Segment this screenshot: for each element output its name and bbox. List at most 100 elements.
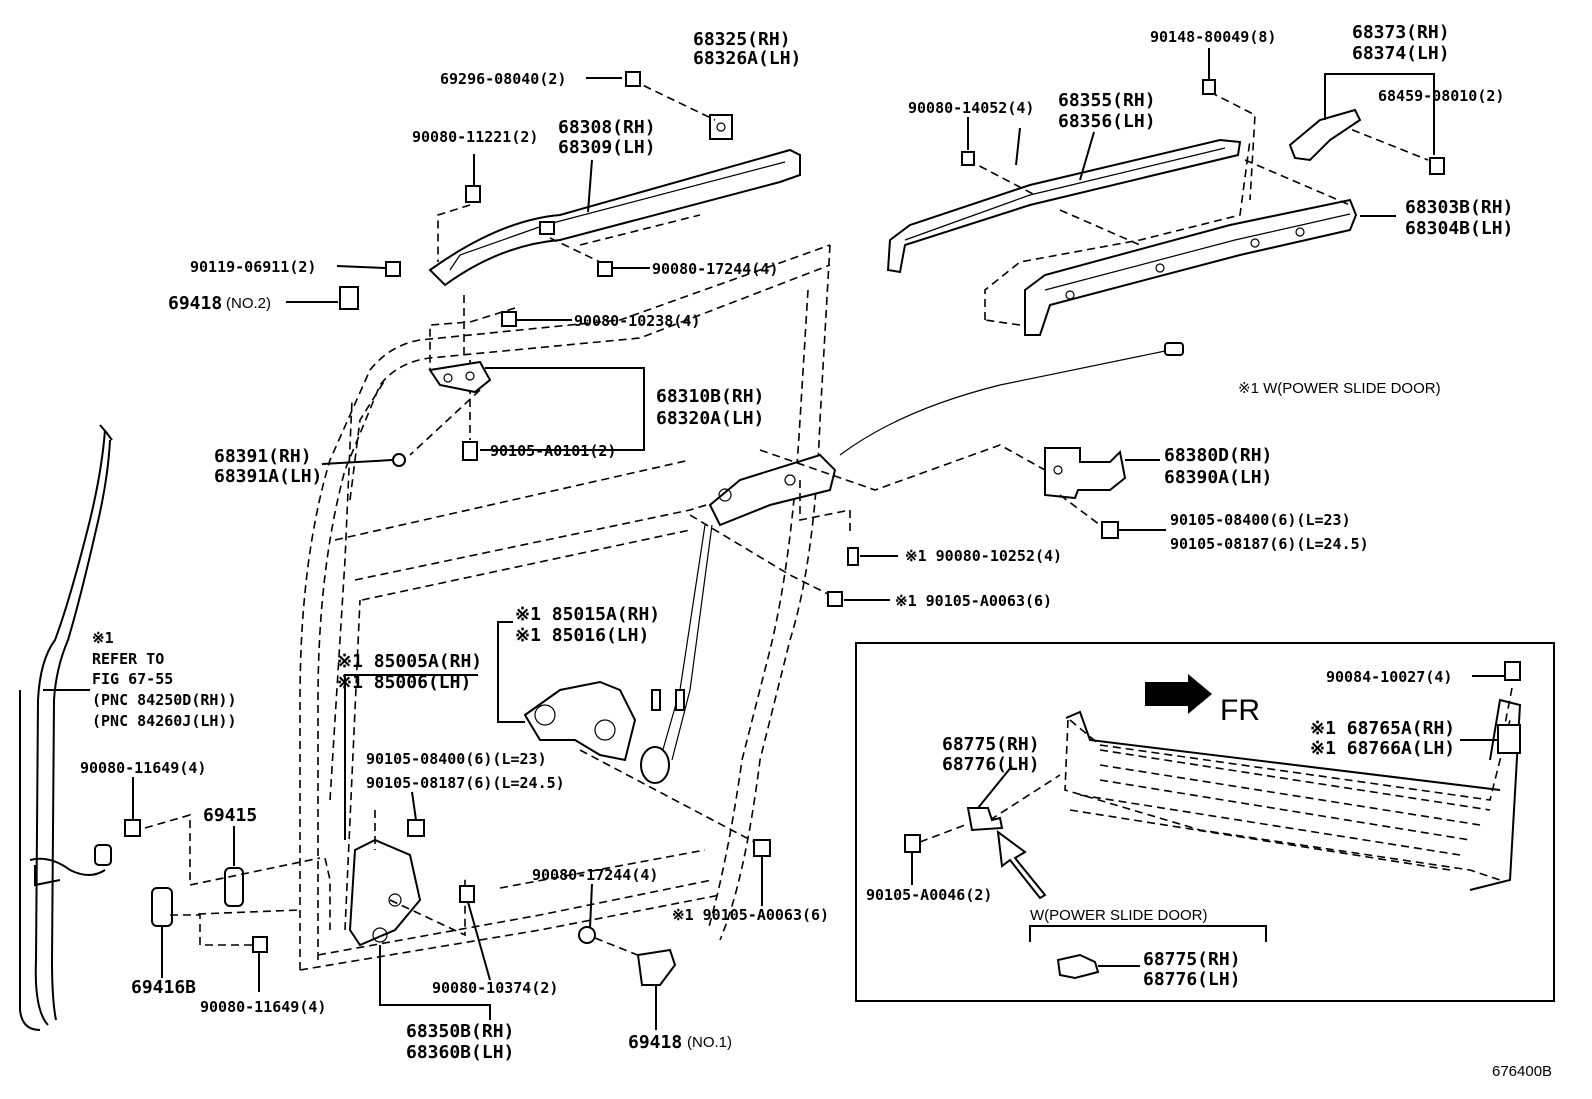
label-68775-inset-a: 68775(RH) (942, 734, 1040, 755)
label-68308: 68308(RH) (558, 117, 656, 138)
label-refer-note-2: REFER TO (92, 650, 164, 668)
label-90080-10252: ※1 90080-10252(4) (905, 547, 1062, 565)
clip-69415-icon (224, 867, 244, 907)
label-w-power-slide-door: W(POWER SLIDE DOOR) (1030, 907, 1208, 924)
label-90105-08400-right: 90105-08400(6)(L=23) (1170, 511, 1351, 529)
nut-icon (392, 453, 406, 467)
label-90084-10027: 90084-10027(4) (1326, 668, 1452, 686)
label-68374: 68374(LH) (1352, 43, 1450, 64)
bolt-icon (252, 936, 268, 953)
label-90148-80049: 90148-80049(8) (1150, 28, 1276, 46)
label-90105-08187-center: 90105-08187(6)(L=24.5) (366, 774, 565, 792)
label-69418-no2: 69418 (168, 293, 222, 314)
label-90105-a0101: 90105-A0101(2) (490, 442, 616, 460)
label-90080-11221: 90080-11221(2) (412, 128, 538, 146)
bolt-icon (459, 885, 475, 903)
bolt-icon (625, 71, 641, 87)
label-85015a: ※1 85015A(RH) (515, 604, 660, 625)
label-69416b: 69416B (131, 977, 196, 998)
label-68303b: 68303B(RH) (1405, 197, 1513, 218)
label-68309: 68309(LH) (558, 137, 656, 158)
bracket-68765-icon (1497, 724, 1521, 754)
figure-number: 676400B (1492, 1063, 1552, 1080)
label-69415: 69415 (203, 805, 257, 826)
right-upper-rails (886, 79, 1445, 336)
bolt-icon (753, 839, 771, 857)
label-90105-08187-right: 90105-08187(6)(L=24.5) (1170, 535, 1369, 553)
bolt-icon (124, 819, 141, 837)
lower-hinge-68380-part (827, 447, 1127, 607)
clip-69418-no2-icon (339, 286, 359, 310)
bolt-icon (847, 547, 859, 566)
label-85006: ※1 85006(LH) (337, 672, 471, 693)
label-68325: 68325(RH) (693, 29, 791, 50)
label-68310b: 68310B(RH) (656, 386, 764, 407)
label-68373: 68373(RH) (1352, 22, 1450, 43)
callout-labels: 68325(RH) 68326A(LH) 69296-08040(2) 9008… (80, 22, 1552, 1080)
upper-assembly-dashed-leaders (409, 79, 716, 456)
label-power-slide-note: ※1 W(POWER SLIDE DOOR) (1238, 380, 1441, 397)
bracket-68775-inset-icon (1056, 953, 1100, 980)
label-68390a: 68390A(LH) (1164, 467, 1272, 488)
label-68765a: ※1 68765A(RH) (1310, 718, 1455, 739)
label-68350b: 68350B(RH) (406, 1021, 514, 1042)
label-refer-note-1: ※1 (92, 629, 114, 647)
label-90105-a0046: 90105-A0046(2) (866, 886, 992, 904)
label-refer-note-5: (PNC 84260J(LH)) (92, 712, 237, 730)
label-90119-06911: 90119-06911(2) (190, 258, 316, 276)
label-68304b: 68304B(LH) (1405, 218, 1513, 239)
bolt-icon (465, 185, 481, 203)
power-slide-door-inset (855, 642, 1555, 1002)
nut-icon (1429, 157, 1445, 175)
label-68776-inset-b: 68776(LH) (1143, 969, 1241, 990)
door-motor-part (523, 680, 771, 857)
bolt-icons-upper (339, 71, 641, 467)
label-68775-inset-b: 68775(RH) (1143, 949, 1241, 970)
label-69296-08040: 69296-08040(2) (440, 70, 566, 88)
label-68356: 68356(LH) (1058, 111, 1156, 132)
label-90080-11649-b: 90080-11649(4) (200, 998, 326, 1016)
label-90080-10374: 90080-10374(2) (432, 979, 558, 997)
label-85016: ※1 85016(LH) (515, 625, 649, 646)
label-90080-10238: 90080-10238(4) (574, 312, 700, 330)
label-69418-no1-suffix: (NO.1) (687, 1034, 732, 1051)
label-68391: 68391(RH) (214, 446, 312, 467)
label-85005a: ※1 85005A(RH) (337, 651, 482, 672)
bolt-icon (904, 834, 921, 853)
bolt-icon (1504, 661, 1521, 681)
label-90105-a0063-bottom: ※1 90105-A0063(6) (672, 906, 829, 924)
bolt-icon (407, 819, 425, 837)
label-68459-08010: 68459-08010(2) (1378, 87, 1504, 105)
bolt-icon (1101, 521, 1119, 539)
nut-icon (578, 926, 596, 944)
label-68380d: 68380D(RH) (1164, 445, 1272, 466)
view-arrow-icon (996, 829, 1047, 900)
label-68320a: 68320A(LH) (656, 408, 764, 429)
label-90105-a0063-right: ※1 90105-A0063(6) (895, 592, 1052, 610)
label-refer-note-3: FIG 67-55 (92, 670, 173, 688)
label-68360b: 68360B(LH) (406, 1042, 514, 1063)
bolt-icon (501, 311, 517, 327)
weatherstrip-part (19, 424, 113, 1031)
leader-lines (43, 48, 1435, 1030)
label-90080-14052: 90080-14052(4) (908, 99, 1034, 117)
bolt-icon (827, 591, 843, 607)
fr-arrow-icon (1145, 674, 1212, 714)
bolt-icon (462, 441, 478, 461)
label-90105-08400-center: 90105-08400(6)(L=23) (366, 750, 547, 768)
clip-69418-no1-part (578, 926, 677, 986)
label-68776-inset-a: 68776(LH) (942, 754, 1040, 775)
lower-left-parts (124, 810, 475, 953)
upper-rail-part (428, 114, 801, 287)
label-90080-11649-a: 90080-11649(4) (80, 759, 206, 777)
bolt-icon (385, 261, 401, 277)
label-68326a: 68326A(LH) (693, 48, 801, 69)
label-90080-17244-bottom: 90080-17244(4) (532, 866, 658, 884)
label-68391a: 68391A(LH) (214, 466, 322, 487)
center-mechanism (640, 342, 1184, 784)
bolt-icon (1202, 79, 1216, 95)
nut-icon (597, 261, 613, 277)
label-68355: 68355(RH) (1058, 90, 1156, 111)
